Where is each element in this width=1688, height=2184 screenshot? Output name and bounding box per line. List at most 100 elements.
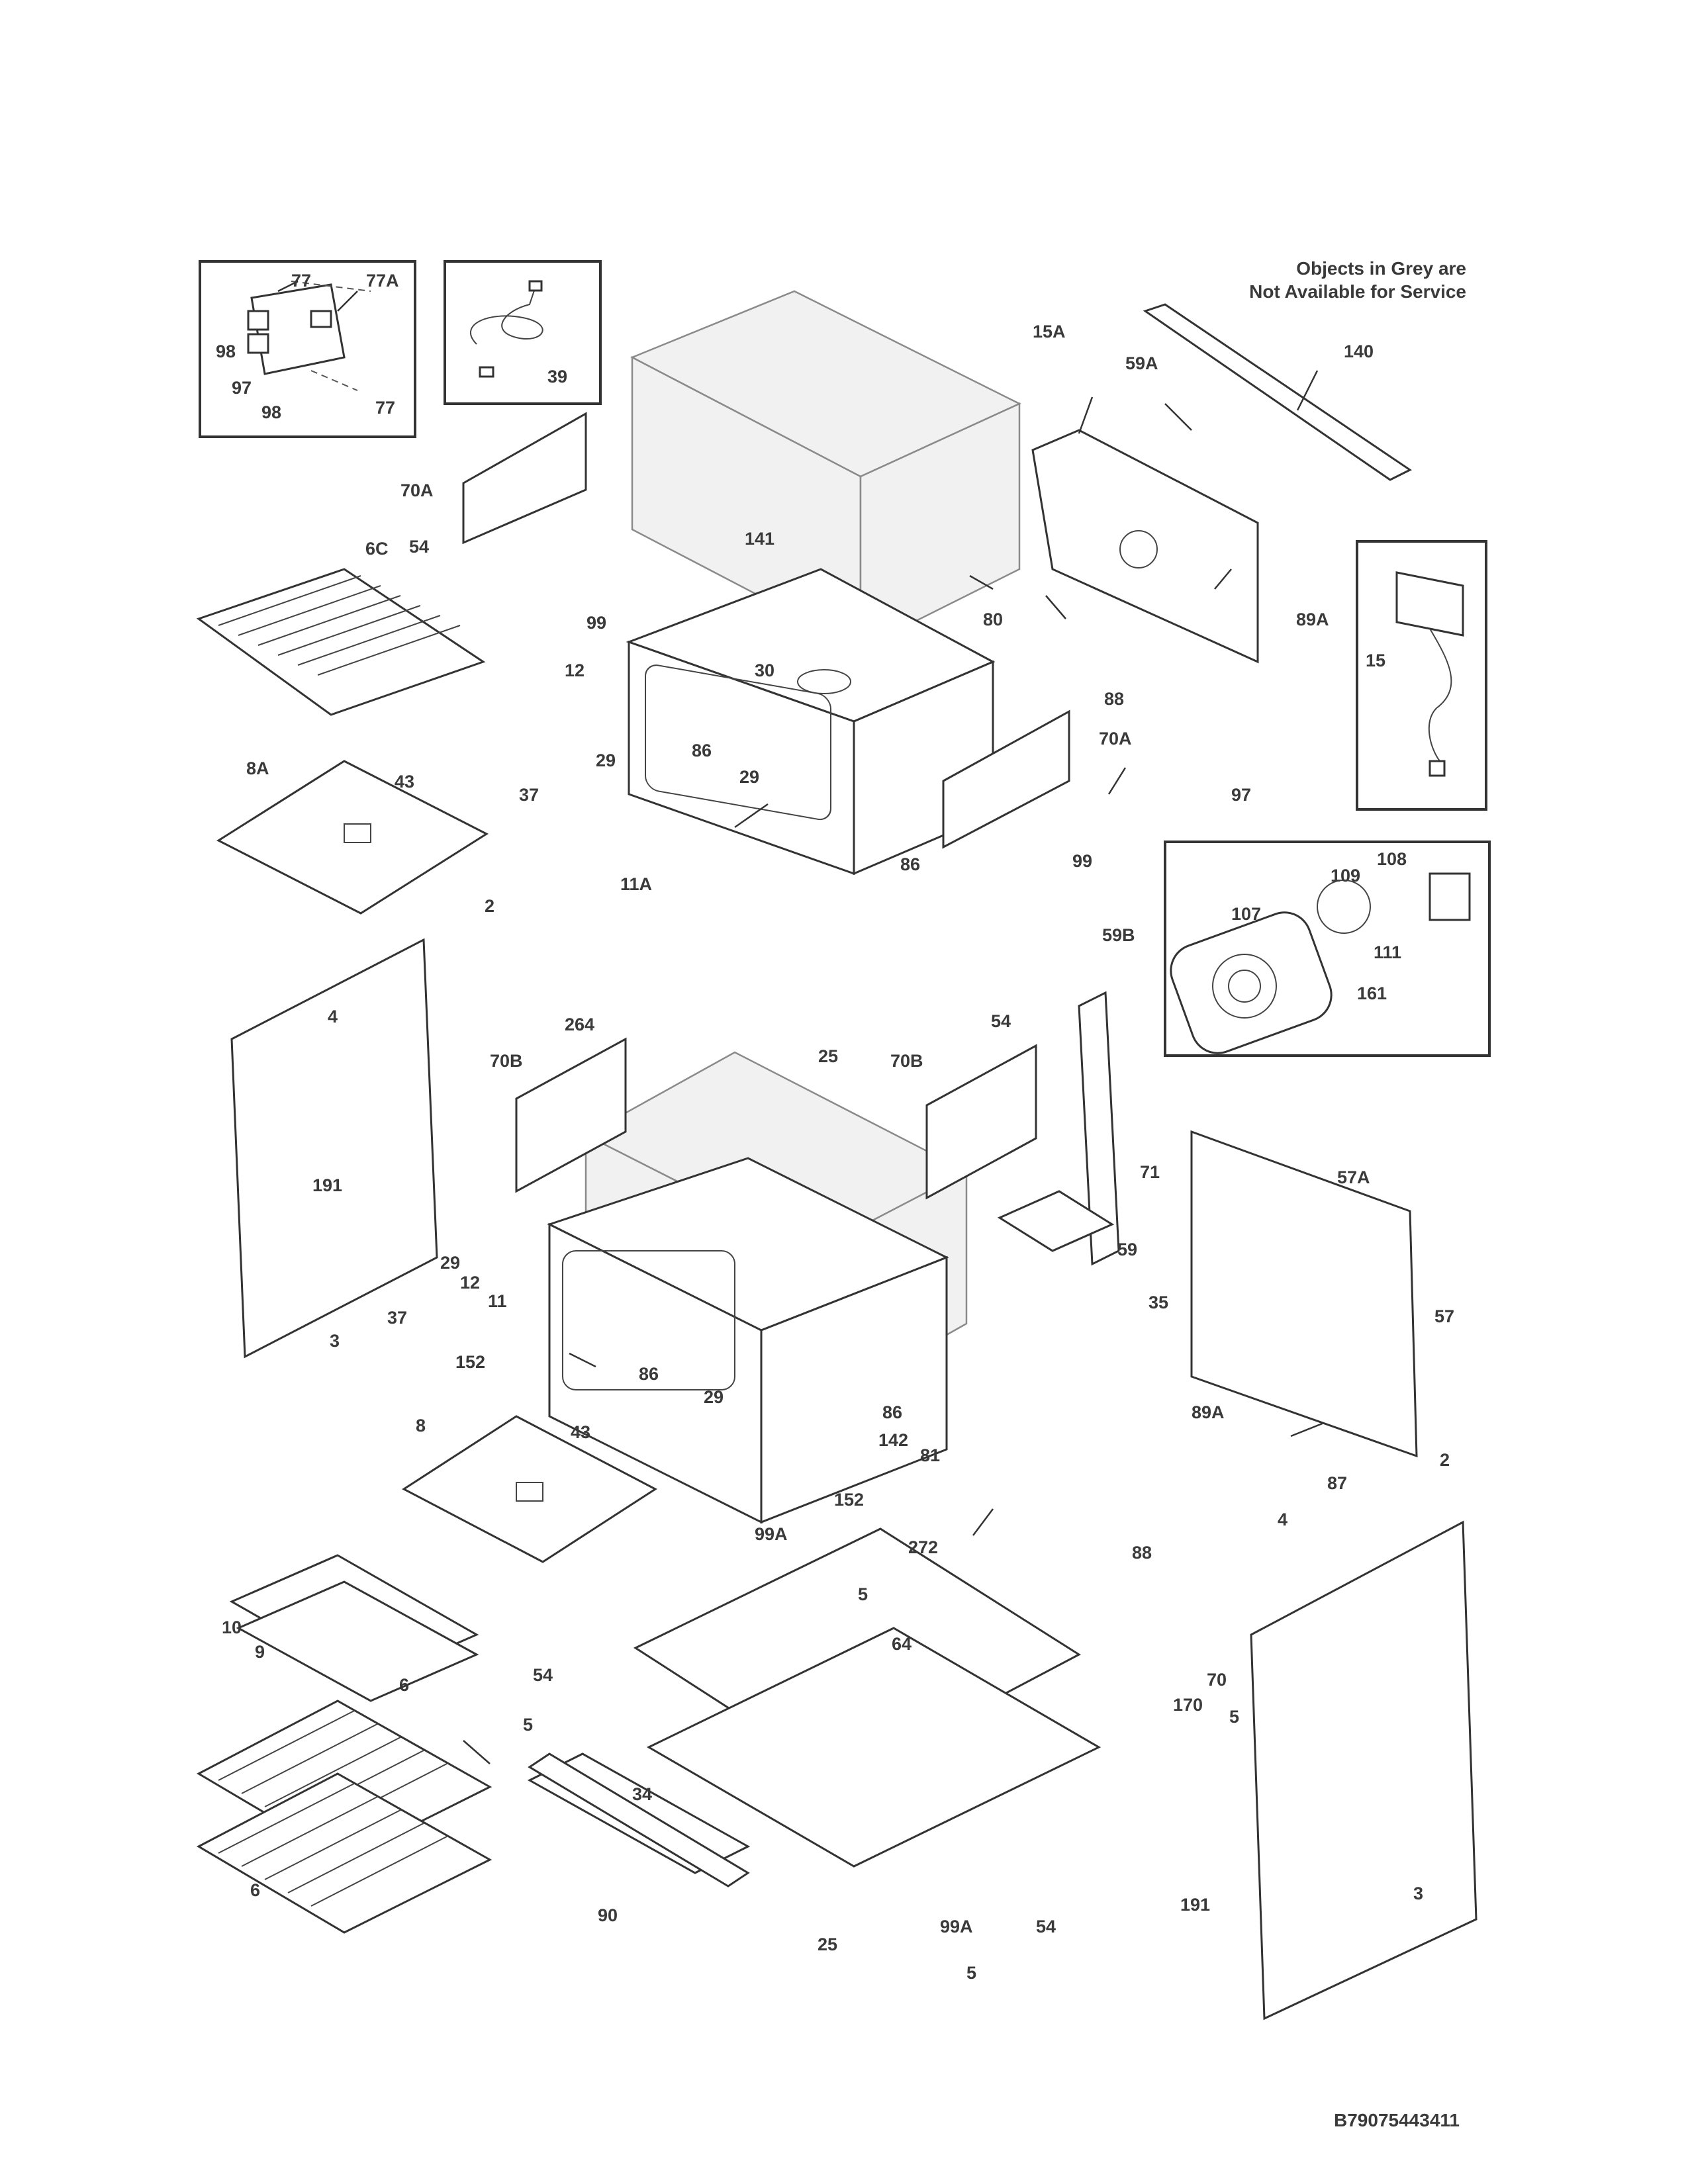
callout: 4: [1278, 1510, 1288, 1529]
callout: 109: [1331, 866, 1360, 886]
callout: 54: [533, 1665, 553, 1685]
callout: 97: [1231, 785, 1251, 805]
callout: 89A: [1192, 1402, 1225, 1422]
callout: 108: [1377, 849, 1407, 869]
callout: 25: [818, 1934, 837, 1954]
callout: 86: [900, 854, 920, 874]
callout: 170: [1173, 1695, 1203, 1715]
callout: 88: [1132, 1543, 1152, 1563]
callout: 264: [565, 1015, 594, 1034]
callout: 4: [328, 1007, 338, 1026]
callout: 77: [291, 271, 311, 291]
callout: 35: [1149, 1293, 1168, 1312]
callout: 9: [255, 1642, 265, 1662]
callout: 70B: [490, 1051, 523, 1071]
notice-line-1: Objects in Grey are: [1296, 258, 1466, 279]
panel-70b-left: [515, 1037, 627, 1193]
diagram-code: B79075443411: [1334, 2110, 1460, 2130]
callout: 98: [216, 341, 236, 361]
callout: 152: [455, 1352, 485, 1372]
callout: 57A: [1337, 1167, 1370, 1187]
callout: 5: [523, 1715, 533, 1735]
panel-8a: [216, 760, 489, 915]
power-cord-inset: [444, 260, 602, 405]
broil-pan: [229, 1554, 479, 1702]
callout: 2: [1440, 1450, 1450, 1470]
callout: 86: [639, 1364, 659, 1384]
side-panel-left: [230, 938, 438, 1359]
callout: 54: [1036, 1917, 1056, 1936]
callout: 77: [375, 398, 395, 418]
bracket-140: [1143, 303, 1412, 481]
callout: 98: [261, 402, 281, 422]
callout: 6C: [365, 539, 389, 559]
callout: 191: [312, 1175, 342, 1195]
callout: 34: [632, 1784, 652, 1804]
callout: 25: [818, 1046, 838, 1066]
callout: 2: [485, 896, 494, 916]
callout: 77A: [366, 271, 399, 291]
callout: 29: [440, 1253, 460, 1273]
callout: 161: [1357, 983, 1387, 1003]
panel-70b-right: [925, 1044, 1037, 1200]
callout: 272: [908, 1537, 938, 1557]
trim-90: [528, 1752, 750, 1888]
callout: 54: [991, 1011, 1011, 1031]
notice-line-2: Not Available for Service: [1249, 281, 1466, 302]
callout: 15: [1366, 651, 1385, 670]
callout: 30: [755, 660, 774, 680]
rack-6c: [196, 568, 486, 716]
callout: 99A: [755, 1524, 788, 1544]
callout: 6: [250, 1880, 260, 1900]
lower-oven-cavity: [547, 1157, 949, 1524]
back-panel-71: [1190, 1130, 1418, 1458]
callout: 12: [565, 660, 585, 680]
side-panel-right: [1250, 1520, 1477, 2021]
callout: 3: [330, 1331, 340, 1351]
callout: 5: [858, 1584, 868, 1604]
callout: 39: [547, 367, 567, 387]
callout: 29: [596, 751, 616, 770]
callout: 29: [739, 767, 759, 787]
module-59: [997, 1190, 1115, 1252]
panel-70a-top: [462, 412, 587, 545]
callout: 37: [519, 785, 539, 805]
callout: 10: [222, 1617, 242, 1637]
callout: 59: [1117, 1240, 1137, 1259]
callout: 6: [399, 1675, 409, 1695]
callout: 140: [1344, 341, 1374, 361]
callout: 89A: [1296, 610, 1329, 629]
callout: 70: [1207, 1670, 1227, 1690]
callout: 43: [395, 772, 414, 792]
callout: 3: [1413, 1884, 1423, 1903]
callout: 70B: [890, 1051, 923, 1071]
callout: 90: [598, 1905, 618, 1925]
callout: 71: [1140, 1162, 1160, 1182]
callout: 99: [1072, 851, 1092, 871]
upper-oven-cavity: [626, 568, 996, 876]
callout: 152: [834, 1490, 864, 1510]
callout: 86: [692, 741, 712, 760]
callout: 97: [232, 378, 252, 398]
callout: 37: [387, 1308, 407, 1328]
callout: 70A: [1099, 729, 1132, 749]
leader-lines: [277, 280, 1325, 1764]
callout: 5: [1229, 1707, 1239, 1727]
sensor-module-inset: [1356, 540, 1487, 811]
callout: 99: [586, 613, 606, 633]
availability-notice: Objects in Grey are Not Available for Se…: [1249, 258, 1466, 302]
callout: 54: [409, 537, 429, 557]
callout-labels: 77 77A 98 97 98 77 39 15A 59A 140 70A 14…: [216, 271, 1454, 1983]
callout: 8: [416, 1416, 426, 1435]
callout: 11A: [620, 874, 652, 894]
callout: 99A: [940, 1917, 973, 1936]
callout: 87: [1327, 1473, 1347, 1493]
callout: 5: [966, 1963, 976, 1983]
callout: 107: [1231, 904, 1261, 924]
callout: 70A: [400, 480, 434, 500]
callout: 8A: [246, 758, 269, 778]
callout: 59B: [1102, 925, 1135, 945]
callout: 81: [920, 1445, 940, 1465]
callout: 80: [983, 610, 1003, 629]
